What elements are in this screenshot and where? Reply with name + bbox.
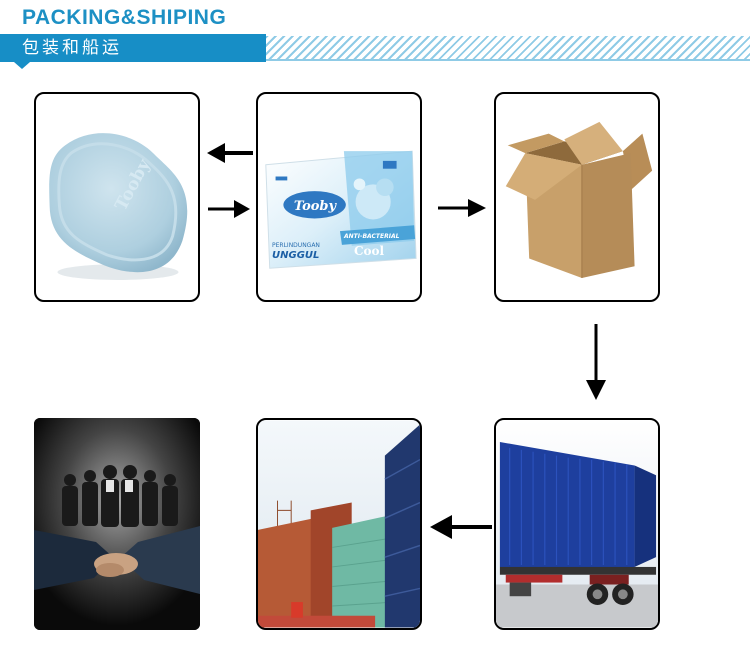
- step-carton: [494, 92, 660, 302]
- step-wrapper: Tooby PERLINDUNGAN UNGGUL ANTI-BACTERIAL…: [256, 92, 422, 302]
- wrapper-text-line1: PERLINDUNGAN: [272, 242, 320, 249]
- header-bar: [0, 34, 266, 62]
- arrow-down-icon: [586, 324, 606, 400]
- step-port: [256, 418, 422, 630]
- wrapper-variant-text: Cool: [354, 244, 385, 258]
- header-divider: [266, 59, 750, 61]
- arrow-left-icon: [430, 515, 492, 539]
- wrapper-band-text: ANTI-BACTERIAL: [344, 233, 400, 240]
- wrapper-text-line2: UNGGUL: [272, 250, 320, 261]
- step-truck: [494, 418, 660, 630]
- container-port-icon: [258, 420, 420, 628]
- step-handshake: [34, 418, 200, 630]
- arrow-right-icon: [208, 200, 250, 218]
- soap-bar-icon: [49, 133, 188, 280]
- step-soap: Tooby: [34, 92, 200, 302]
- container-truck-icon: [496, 420, 658, 628]
- business-handshake-icon: [34, 418, 200, 630]
- soap-wrapper-icon: [265, 150, 417, 269]
- page-title: PACKING&SHIPING: [22, 6, 227, 29]
- arrow-right-icon: [438, 199, 486, 217]
- wrapper-brand-text: Tooby: [293, 199, 337, 214]
- page-subtitle-cn: 包装和船运: [22, 38, 122, 58]
- arrow-left-icon: [207, 143, 253, 163]
- open-carton-icon: [505, 121, 653, 278]
- header-bar-notch: [14, 62, 30, 69]
- header-stripes: [266, 36, 750, 60]
